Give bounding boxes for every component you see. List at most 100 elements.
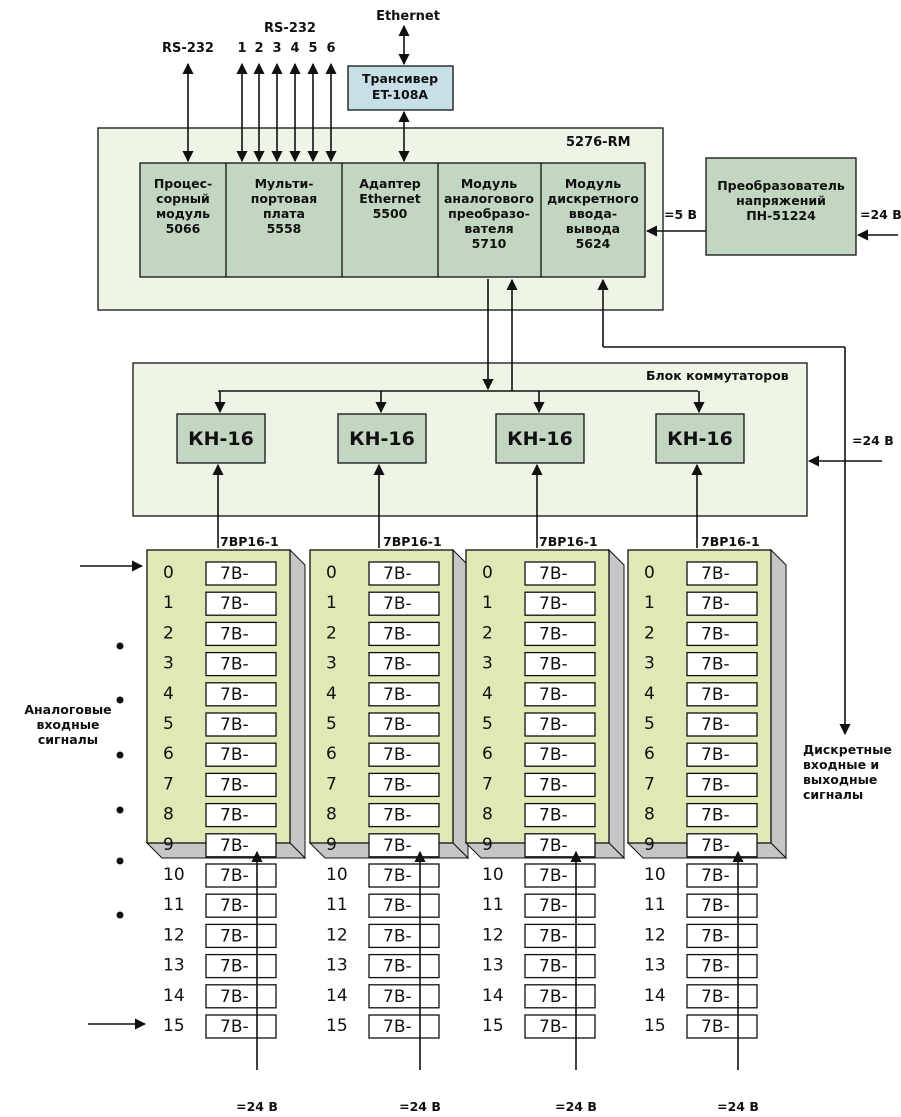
module-slot (686, 712, 758, 737)
module-slot (686, 802, 758, 828)
channel-number: 0 (644, 563, 655, 583)
channel-number: 12 (326, 925, 348, 945)
module-slot-label: 7B- (539, 655, 568, 675)
svg-text:5500: 5500 (373, 206, 408, 221)
module-slot (524, 742, 596, 767)
kn16-label: КН-16 (188, 428, 254, 450)
channel-number: 15 (482, 1016, 504, 1036)
module-slot (686, 621, 758, 647)
channel-number: 9 (482, 835, 493, 855)
channel-number: 9 (326, 835, 337, 855)
module-slot (524, 712, 596, 737)
module-slot (686, 863, 758, 888)
channel-number: 8 (482, 805, 493, 825)
module-slot (686, 1014, 758, 1039)
module-slot-label: 7B- (539, 745, 568, 765)
module-slot-label: 7B- (220, 866, 249, 886)
channel-number: 6 (644, 744, 655, 764)
module-slot-label: 7B- (383, 987, 412, 1007)
converter-line-1: Преобразователь (717, 178, 845, 193)
module-slot (686, 682, 758, 707)
module-slot-label: 7B- (383, 685, 412, 705)
svg-text:Адаптер: Адаптер (359, 176, 421, 191)
module-slot (524, 984, 596, 1009)
module-slot-label: 7B- (539, 1017, 568, 1037)
module-slot-label: 7B- (383, 957, 412, 977)
converter-out-label: =5 В (664, 207, 697, 222)
module-slot-label: 7B- (701, 715, 730, 735)
svg-text:5710: 5710 (472, 236, 507, 251)
module-slot-label: 7B- (539, 594, 568, 614)
kn16-label: КН-16 (349, 428, 415, 450)
channel-number: 0 (163, 563, 174, 583)
channel-number: 2 (482, 623, 493, 643)
module-slot (686, 772, 758, 798)
module-slot-label: 7B- (701, 685, 730, 705)
channel-number: 4 (644, 684, 655, 704)
module-slot-label: 7B- (383, 836, 412, 856)
processor-module: Процес- сорный модуль 5066 (154, 176, 212, 236)
channel-number: 11 (482, 895, 504, 915)
module-slot-label: 7B- (539, 715, 568, 735)
svg-text:аналогового: аналогового (444, 191, 534, 206)
board-title: 7BP16-1 (220, 534, 279, 549)
module-slot (686, 561, 758, 586)
module-slot-label: 7B- (220, 987, 249, 1007)
channel-number: 1 (326, 593, 337, 613)
module-slot-label: 7B- (383, 1017, 412, 1037)
module-slot-label: 7B- (539, 866, 568, 886)
channel-number: 10 (163, 865, 185, 885)
module-slot-label: 7B- (539, 957, 568, 977)
module-slot (205, 923, 277, 949)
module-slot-label: 7B- (701, 564, 730, 584)
module-slot (524, 772, 596, 798)
module-slot-label: 7B- (220, 926, 249, 946)
module-slot (205, 591, 277, 616)
module-slot (368, 712, 440, 737)
svg-text:Ethernet: Ethernet (359, 191, 420, 206)
module-slot (205, 772, 277, 798)
module-slot-label: 7B- (220, 806, 249, 826)
analog-signals-line-2: входные (36, 717, 99, 732)
board-title: 7BP16-1 (383, 534, 442, 549)
channel-number: 10 (326, 865, 348, 885)
discrete-signals-line-3: выходные (803, 772, 877, 787)
svg-text:5624: 5624 (576, 236, 611, 251)
dynamic-connection-lines (212, 62, 744, 1070)
switch-block-power-label: =24 В (852, 433, 894, 448)
svg-text:преобразо-: преобразо- (448, 206, 530, 221)
module-slot-label: 7B- (701, 624, 730, 644)
module-slot-label: 7B- (383, 866, 412, 886)
channel-number: 3 (163, 654, 174, 674)
module-slot-label: 7B- (220, 775, 249, 795)
module-slot-label: 7B- (220, 836, 249, 856)
port-label-1: 1 (237, 41, 246, 56)
transceiver-name: Трансивер (362, 71, 438, 86)
channel-number: 15 (326, 1016, 348, 1036)
channel-number: 13 (326, 956, 348, 976)
svg-text:Модуль: Модуль (461, 176, 517, 191)
module-slot (368, 1014, 440, 1039)
module-slot (205, 1014, 277, 1039)
channel-number: 8 (163, 805, 174, 825)
module-slot-label: 7B- (539, 624, 568, 644)
module-slot-label: 7B- (220, 685, 249, 705)
module-slot-label: 7B- (701, 926, 730, 946)
ethernet-label: Ethernet (376, 9, 440, 24)
module-slot-label: 7B- (383, 715, 412, 735)
channel-number: 11 (326, 895, 348, 915)
channel-number: 14 (482, 986, 504, 1006)
module-slot (686, 591, 758, 616)
channel-number: 5 (326, 714, 337, 734)
module-slot-label: 7B- (539, 564, 568, 584)
module-slot-label: 7B- (383, 926, 412, 946)
channel-number: 5 (482, 714, 493, 734)
module-slot-label: 7B- (220, 896, 249, 916)
kn16-box (337, 413, 427, 464)
channel-number: 2 (644, 623, 655, 643)
module-slot (686, 984, 758, 1009)
converter-line-3: ПН-51224 (746, 208, 816, 223)
channel-number: 7 (326, 774, 337, 794)
